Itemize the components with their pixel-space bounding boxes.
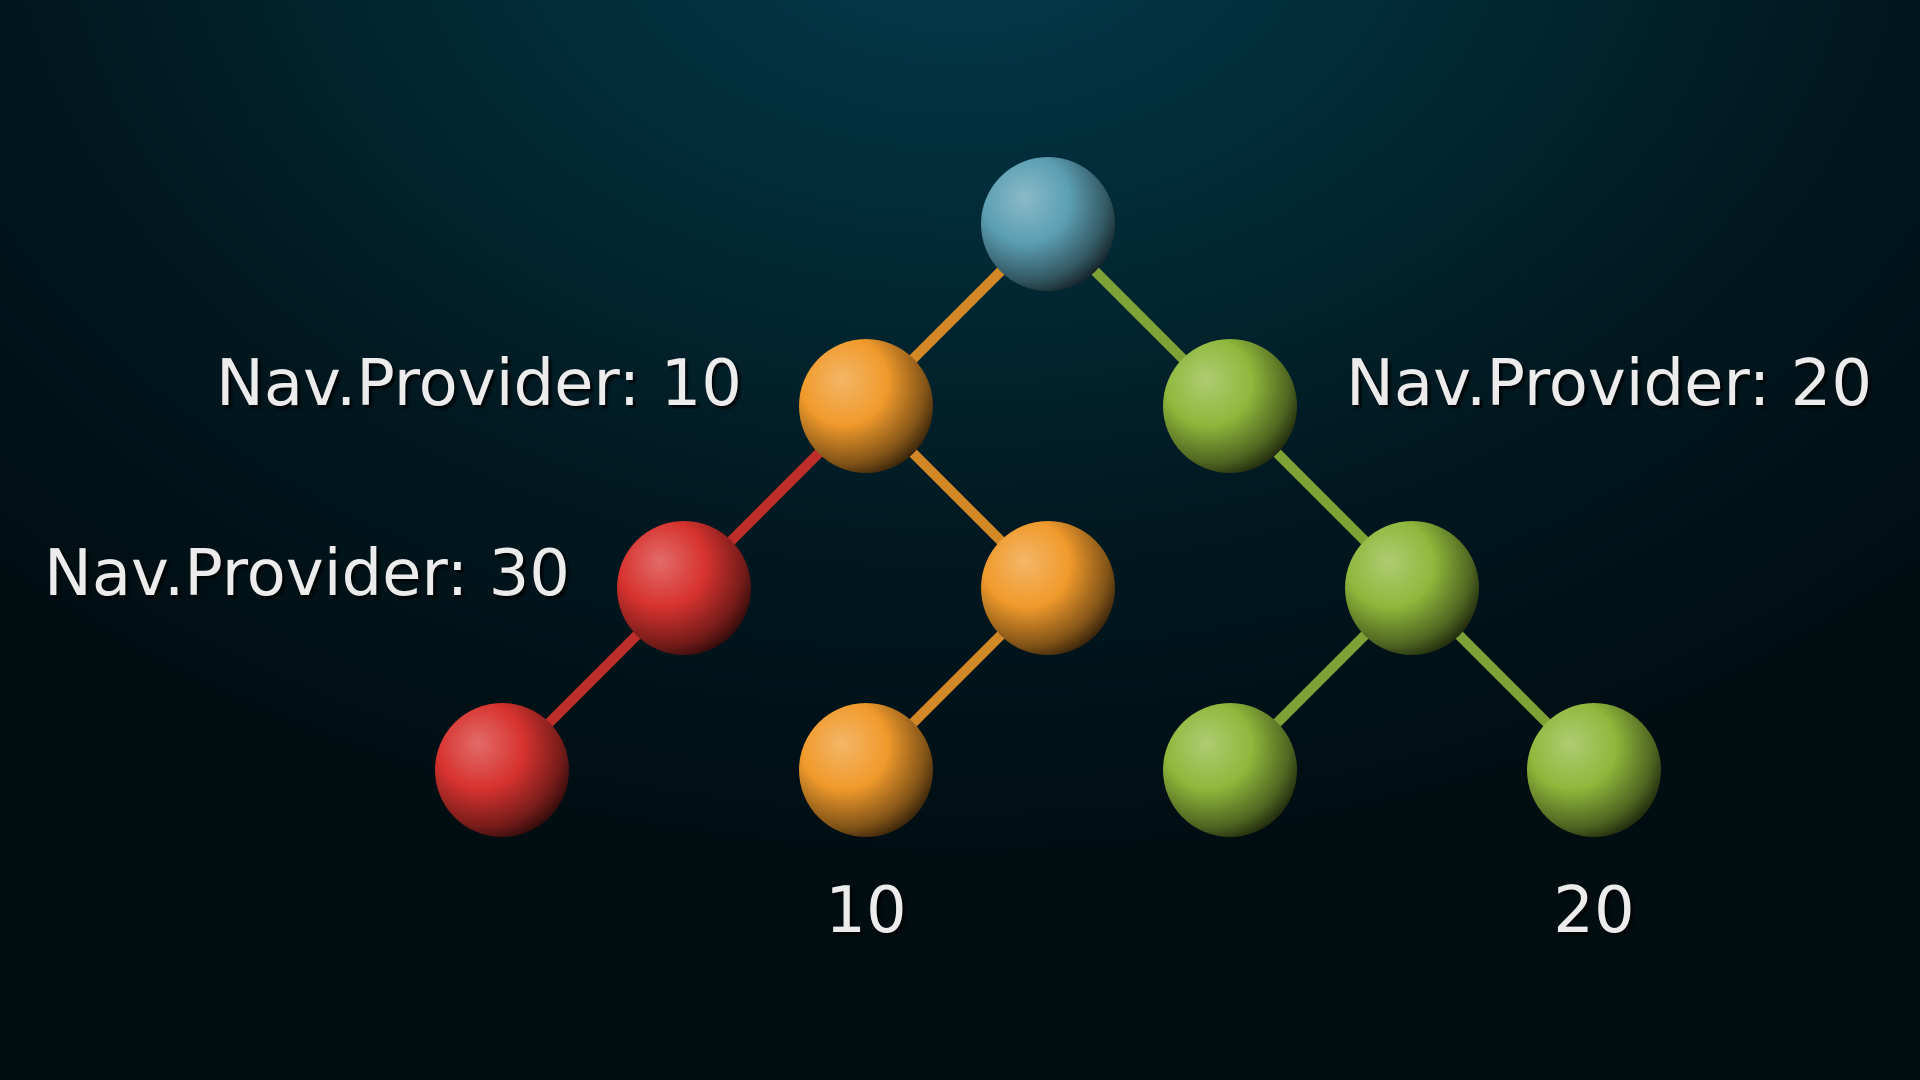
provider-label-red: Nav.Provider: 30 xyxy=(43,537,570,611)
node-left-right xyxy=(981,521,1115,655)
provider-label-left: Nav.Provider: 10 xyxy=(215,347,742,421)
node-right xyxy=(1163,339,1297,473)
nodes xyxy=(435,157,1661,837)
node-left xyxy=(799,339,933,473)
node-root xyxy=(981,157,1115,291)
node-right-mid xyxy=(1345,521,1479,655)
node-green-leaf-left xyxy=(1163,703,1297,837)
value-label-left: 10 xyxy=(825,874,907,948)
node-green-leaf-right xyxy=(1527,703,1661,837)
node-orange-leaf xyxy=(799,703,933,837)
edges xyxy=(497,219,1599,775)
node-left-left xyxy=(617,521,751,655)
node-red-leaf xyxy=(435,703,569,837)
value-label-right: 20 xyxy=(1553,874,1635,948)
provider-label-right: Nav.Provider: 20 xyxy=(1346,347,1873,421)
